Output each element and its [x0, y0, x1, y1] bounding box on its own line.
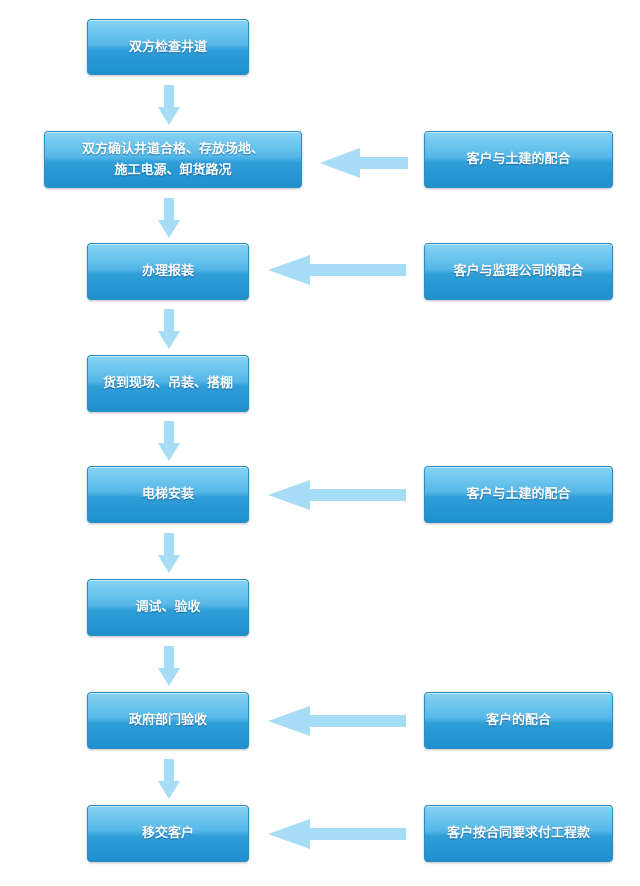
down-arrow-3 — [158, 309, 180, 349]
note-label: 客户与土建的配合 — [466, 152, 571, 167]
step-label: 双方检查井道 — [128, 39, 207, 55]
left-arrow-2 — [268, 255, 406, 285]
down-arrow-1 — [158, 85, 180, 125]
step-label: 政府部门验收 — [128, 713, 207, 728]
left-arrow-4 — [268, 706, 406, 736]
down-arrow-2 — [158, 198, 180, 238]
step-label-line-1: 双方确认井道合格、存放场地、 — [81, 141, 264, 157]
step-box-handover: 移交客户 — [87, 805, 249, 862]
step-label: 货到现场、吊装、搭棚 — [102, 376, 233, 391]
left-arrow-1 — [320, 148, 408, 178]
step-box-registration: 办理报装 — [87, 243, 249, 300]
note-label: 客户与土建的配合 — [466, 487, 571, 502]
step-box-installation: 电梯安装 — [87, 466, 249, 523]
note-box-civil-cooperation-2: 客户与土建的配合 — [424, 466, 613, 523]
down-arrow-4 — [158, 421, 180, 461]
down-arrow-5 — [158, 533, 180, 573]
step-label: 调试、验收 — [135, 600, 201, 615]
note-box-customer-cooperation: 客户的配合 — [424, 692, 613, 749]
note-label: 客户按合同要求付工程款 — [446, 826, 590, 841]
step-box-confirm-shaft: 双方确认井道合格、存放场地、 施工电源、卸货路况 — [44, 131, 302, 188]
down-arrow-7 — [158, 759, 180, 799]
note-label: 客户与监理公司的配合 — [453, 264, 584, 279]
step-box-government-acceptance: 政府部门验收 — [87, 692, 249, 749]
note-box-civil-cooperation-1: 客户与土建的配合 — [424, 131, 613, 188]
note-label: 客户的配合 — [485, 713, 551, 728]
step-label: 电梯安装 — [141, 487, 194, 502]
left-arrow-5 — [268, 819, 406, 849]
step-box-debugging: 调试、验收 — [87, 579, 249, 636]
step-box-delivery: 货到现场、吊装、搭棚 — [87, 355, 249, 412]
step-label: 移交客户 — [141, 826, 194, 841]
left-arrow-3 — [268, 480, 406, 510]
step-label: 办理报装 — [141, 264, 194, 279]
step-label-line-2: 施工电源、卸货路况 — [114, 162, 232, 178]
note-box-supervisor-cooperation: 客户与监理公司的配合 — [424, 243, 613, 300]
note-box-payment: 客户按合同要求付工程款 — [424, 805, 613, 862]
step-box-check-shaft: 双方检查井道 — [87, 19, 249, 75]
down-arrow-6 — [158, 646, 180, 686]
